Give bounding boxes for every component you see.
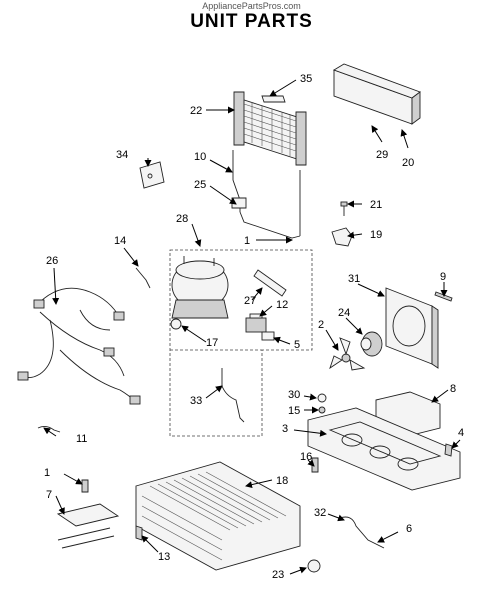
bracket-screw[interactable]	[81, 479, 89, 493]
callout-23: 23	[272, 569, 284, 581]
callout-14: 14	[114, 235, 126, 247]
callout-1-top: 1	[244, 235, 250, 247]
callout-35: 35	[300, 73, 312, 85]
page-title: UNIT PARTS	[190, 11, 313, 32]
screw[interactable]	[340, 201, 348, 216]
condenser-coil[interactable]	[233, 91, 307, 166]
callout-6: 6	[406, 523, 412, 535]
power-cord[interactable]	[135, 267, 151, 289]
overload-cover[interactable]	[261, 331, 275, 341]
discharge-tube[interactable]	[239, 211, 301, 239]
callout-32: 32	[314, 507, 326, 519]
wire-harness[interactable]	[17, 287, 141, 405]
source-watermark: AppliancePartsPros.com	[202, 1, 301, 11]
callout-30: 30	[288, 389, 300, 401]
fan-shroud[interactable]	[385, 287, 439, 369]
tube-clip[interactable]	[331, 227, 353, 247]
callout-29: 29	[376, 149, 388, 161]
filter-drier[interactable]	[253, 269, 287, 297]
callout-21: 21	[370, 199, 382, 211]
callout-16: 16	[300, 451, 312, 463]
compressor-grommet[interactable]	[170, 318, 182, 330]
callout-11: 11	[76, 433, 87, 445]
unit-base-pan[interactable]	[307, 407, 461, 491]
start-relay[interactable]	[245, 313, 267, 333]
callout-27: 27	[244, 295, 256, 307]
base-screw[interactable]	[444, 443, 453, 457]
grommet[interactable]	[317, 393, 327, 403]
callout-leaders	[43, 79, 461, 575]
thermostat[interactable]	[307, 559, 321, 573]
washer[interactable]	[318, 406, 326, 414]
callout-10: 10	[194, 151, 206, 163]
drain-hose[interactable]	[221, 368, 245, 423]
callout-8: 8	[450, 383, 456, 395]
callout-33: 33	[190, 395, 202, 407]
callout-17: 17	[206, 337, 218, 349]
callout-1-bottom: 1	[44, 467, 50, 479]
callout-18: 18	[276, 475, 288, 487]
callout-28: 28	[176, 213, 188, 225]
callout-22: 22	[190, 105, 202, 117]
callout-25: 25	[194, 179, 206, 191]
callout-15: 15	[288, 405, 300, 417]
fan-motor[interactable]	[360, 331, 383, 357]
callout-34: 34	[116, 149, 128, 161]
callout-19: 19	[370, 229, 382, 241]
callout-24: 24	[338, 307, 350, 319]
callout-9: 9	[440, 271, 446, 283]
pan-clip[interactable]	[135, 525, 143, 541]
callout-26: 26	[46, 255, 58, 267]
callout-7: 7	[46, 489, 52, 501]
compressor[interactable]	[171, 256, 229, 319]
callout-4: 4	[458, 427, 464, 439]
ground-wire[interactable]	[37, 425, 61, 433]
coil-bracket[interactable]	[261, 95, 286, 103]
callout-3: 3	[282, 423, 288, 435]
fan-blade[interactable]	[329, 337, 366, 371]
callout-12: 12	[276, 299, 288, 311]
air-duct[interactable]	[332, 63, 421, 125]
heater-wire[interactable]	[339, 516, 385, 549]
callout-2: 2	[318, 319, 324, 331]
callout-20: 20	[402, 157, 414, 169]
callout-31: 31	[348, 273, 360, 285]
callout-labels: 35 22 29 20 34 10 25 21 28 1 19 14 26 9 …	[44, 73, 464, 581]
callout-13: 13	[158, 551, 170, 563]
callout-5: 5	[294, 339, 300, 351]
defrost-bracket[interactable]	[56, 503, 120, 549]
